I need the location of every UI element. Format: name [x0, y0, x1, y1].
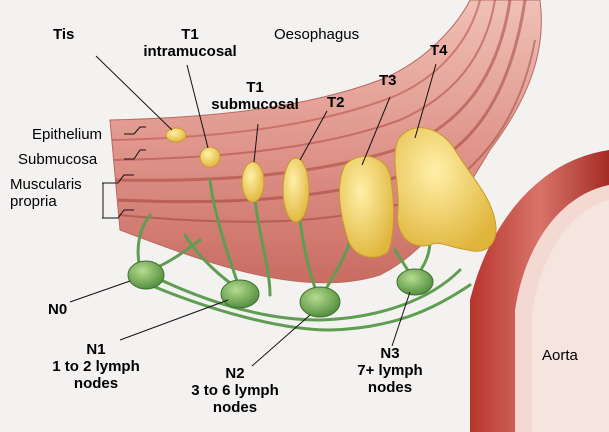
- label-tis: Tis: [53, 26, 74, 43]
- label-t3: T3: [379, 72, 397, 89]
- label-submucosa: Submucosa: [18, 151, 97, 168]
- label-n2-desc1: 3 to 6 lymph: [175, 382, 295, 399]
- label-n1-desc1: 1 to 2 lymph: [36, 358, 156, 375]
- label-n3-stage: N3: [330, 345, 450, 362]
- label-t2: T2: [327, 94, 345, 111]
- label-t4: T4: [430, 42, 448, 59]
- lymph-node-n0: [128, 261, 164, 289]
- label-n2-stage: N2: [175, 365, 295, 382]
- label-n2: N2 3 to 6 lymph nodes: [175, 365, 295, 416]
- label-n1-stage: N1: [36, 341, 156, 358]
- label-oesophagus: Oesophagus: [274, 26, 359, 43]
- label-t1-submucosal-stage: T1: [195, 79, 315, 96]
- tumour-t2: [283, 158, 309, 222]
- label-n2-desc2: nodes: [175, 399, 295, 416]
- label-t1-intramucosal-stage: T1: [120, 26, 260, 43]
- label-n3-desc2: nodes: [330, 379, 450, 396]
- label-n3: N3 7+ lymph nodes: [330, 345, 450, 396]
- label-t1-intramucosal-desc: intramucosal: [120, 43, 260, 60]
- aorta-vessel: [470, 150, 609, 432]
- label-muscularis-line2: propria: [10, 193, 82, 210]
- label-muscularis-line1: Muscularis: [10, 176, 82, 193]
- lymph-node-n3: [397, 269, 433, 295]
- label-n0: N0: [48, 301, 67, 318]
- label-n3-desc1: 7+ lymph: [330, 362, 450, 379]
- label-epithelium: Epithelium: [32, 126, 102, 143]
- tumour-t1-intramucosal: [200, 147, 220, 167]
- tumour-tis: [166, 128, 186, 142]
- label-aorta: Aorta: [542, 347, 578, 364]
- label-t1-submucosal-desc: submucosal: [195, 96, 315, 113]
- label-t1-submucosal: T1 submucosal: [195, 79, 315, 113]
- lymph-node-n1: [221, 280, 259, 308]
- label-muscularis-propria: Muscularis propria: [10, 176, 82, 210]
- tumour-t1-submucosal: [242, 162, 264, 202]
- label-n1: N1 1 to 2 lymph nodes: [36, 341, 156, 392]
- label-t1-intramucosal: T1 intramucosal: [120, 26, 260, 60]
- label-n1-desc2: nodes: [36, 375, 156, 392]
- lymph-node-n2: [300, 287, 340, 317]
